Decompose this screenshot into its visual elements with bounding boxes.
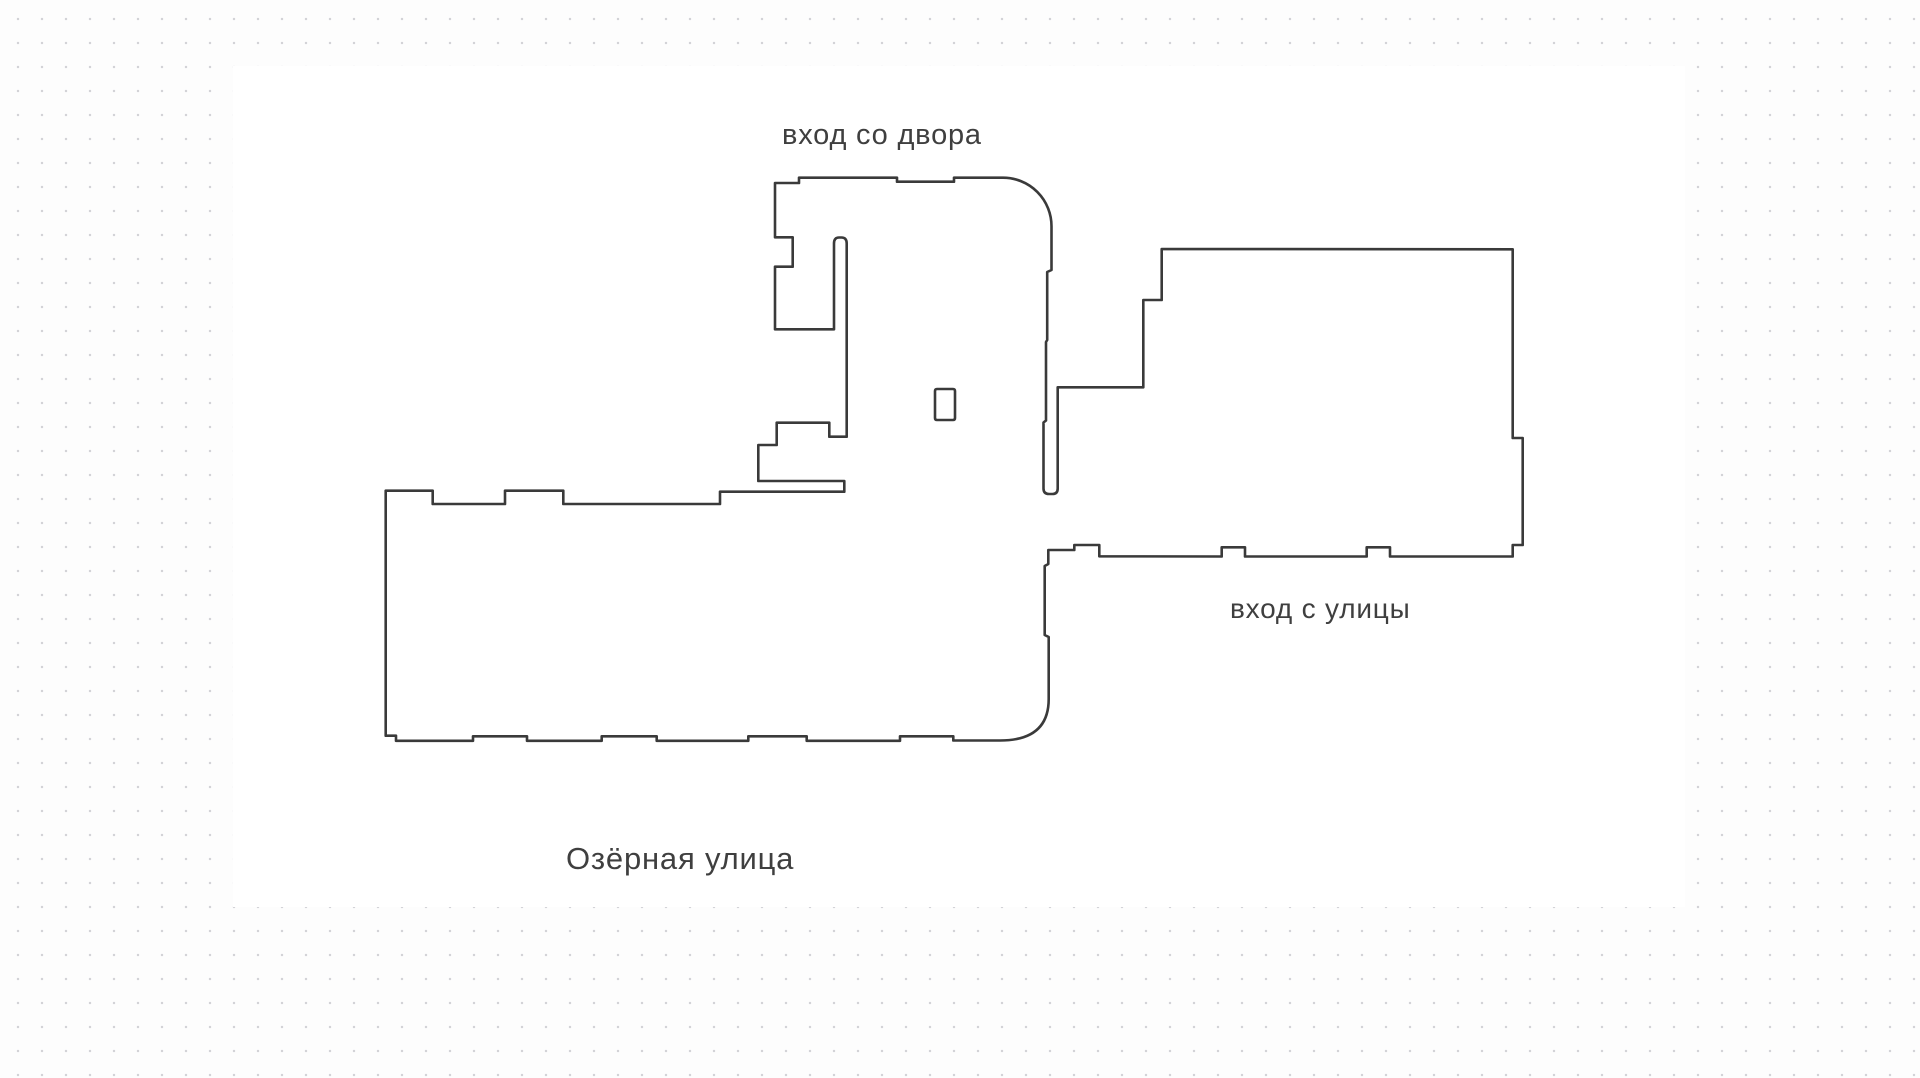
- drawing-canvas: [233, 66, 1685, 907]
- courtyard-entrance-label: вход со двора: [782, 119, 982, 151]
- street-entrance-label: вход с улицы: [1230, 593, 1411, 624]
- floor-plan-outline: [384, 176, 1524, 743]
- street-name-label: Озёрная улица: [566, 841, 795, 876]
- column-pillar: [933, 387, 957, 422]
